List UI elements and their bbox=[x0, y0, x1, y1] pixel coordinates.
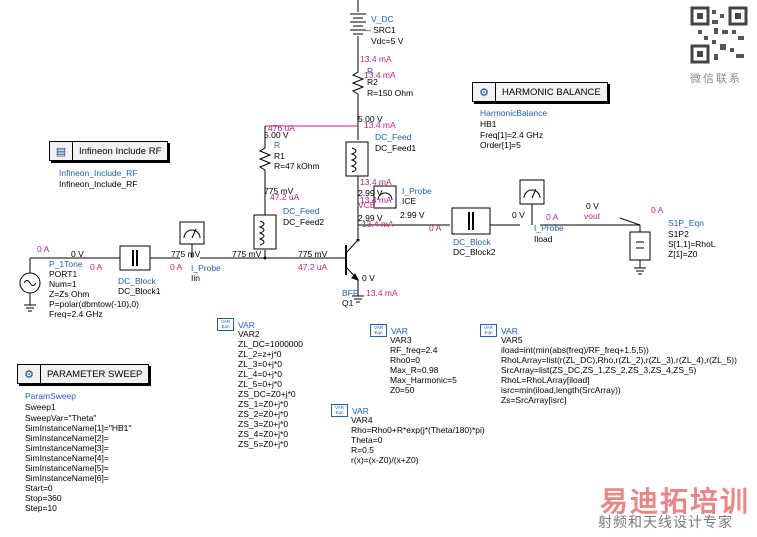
var4-lines: VAR4 Rho=Rho0+R*exp(j*(Theta/180)*pi) Th… bbox=[351, 415, 485, 465]
hb-params: Freq[1]=2.4 GHz Order[1]=5 bbox=[480, 130, 544, 150]
var5-block[interactable]: VAR Eqn VAR bbox=[480, 324, 518, 337]
annot-i-top1: 13.4 mA bbox=[360, 54, 392, 64]
var-eqn-icon: VAR Eqn bbox=[217, 318, 234, 331]
annot-vce: VCE bbox=[358, 200, 376, 210]
watermark-wechat: 微信联系 bbox=[690, 73, 742, 85]
annot-i-ice-b: 13.4 mA bbox=[360, 195, 392, 205]
iprobe-iin-name: Iin bbox=[191, 273, 200, 283]
gear-icon: ⚙ bbox=[18, 365, 41, 383]
iprobe-iload-name: Iload bbox=[534, 234, 553, 244]
port-params: PORT1 Num=1 Z=Zs Ohm P=polar(dbmtow(-10)… bbox=[49, 269, 139, 319]
annot-i-dcb2: 0 A bbox=[429, 223, 442, 233]
annot-v-base: 775 mV bbox=[298, 249, 328, 259]
vdc-name: – SRC1 bbox=[366, 25, 396, 35]
annot-i-r1-bot: 47.2 uA bbox=[270, 192, 300, 202]
gear-icon: ⚙ bbox=[473, 83, 496, 101]
s1p-params: S1P2 S[1,1]=RhoL Z[1]=Z0 bbox=[668, 229, 716, 259]
sweep-inst: Sweep1 bbox=[25, 402, 56, 412]
var2-lines: VAR2 ZL_DC=1000000 ZL_2=z+j*0 ZL_3=0+j*0… bbox=[238, 329, 303, 449]
annot-i-iload: 0 A bbox=[546, 212, 559, 222]
iprobe-iin-type: I_Probe bbox=[191, 263, 221, 273]
hb-name: HarmonicBalance bbox=[480, 108, 548, 118]
qr-code-icon bbox=[690, 6, 748, 64]
annot-v-iload-l: 0 V bbox=[512, 210, 525, 220]
annot-i-base: 47.2 uA bbox=[298, 262, 328, 272]
var3-lines: VAR3 RF_freq=2.4 Rho0=0 Max_R=0.98 Max_H… bbox=[390, 335, 457, 395]
dcfeed1-name: DC_Feed1 bbox=[375, 143, 417, 153]
annot-i-s1p: 0 A bbox=[651, 205, 664, 215]
dcblock1-type: DC_Block bbox=[118, 276, 156, 286]
watermark-brand: 易迪拓培训 bbox=[600, 486, 751, 517]
dcfeed1-type: DC_Feed bbox=[375, 132, 412, 142]
dcblock2-type: DC_Block bbox=[453, 237, 491, 247]
var-eqn-icon: VAR Eqn bbox=[331, 404, 348, 417]
s1p-type: S1P_Eqn bbox=[668, 218, 704, 228]
port-type: P_1Tone bbox=[49, 259, 83, 269]
annot-v-ice: 2.99 V bbox=[358, 188, 383, 198]
annot-v-in2: 775 mV bbox=[232, 249, 262, 259]
net-label-vout: vout bbox=[584, 211, 601, 221]
annot-v-port: 0 V bbox=[71, 249, 84, 259]
annot-v-r1-top: 5.00 V bbox=[264, 130, 289, 140]
var-eqn-icon: VAR Eqn bbox=[480, 324, 497, 337]
q1-name: Q1 bbox=[342, 298, 354, 308]
annot-i-ice-a: 13.4 mA bbox=[360, 177, 392, 187]
annot-v-vout: 0 V bbox=[586, 201, 599, 211]
watermark-tagline: 射频和天线设计专家 bbox=[598, 514, 733, 530]
annot-i-top2: 13.4 mA bbox=[364, 70, 396, 80]
annot-v-col: 2.99 V bbox=[358, 213, 383, 223]
r2-param: R=150 Ohm bbox=[367, 88, 414, 98]
include-name: Infineon_Include_RF bbox=[59, 168, 138, 178]
sweep-name: ParamSweep bbox=[25, 391, 77, 401]
annot-v-out-node: 2.99 V bbox=[400, 210, 425, 220]
r1-name: R1 bbox=[274, 151, 285, 161]
annot-i-col: 13.4 mA bbox=[362, 219, 394, 229]
dcfeed2-type: DC_Feed bbox=[283, 206, 320, 216]
hb-inst: HB1 bbox=[480, 119, 497, 129]
annot-i-feed-top: 13.4 mA bbox=[364, 120, 396, 130]
parameter-sweep-block[interactable]: ⚙ PARAMETER SWEEP bbox=[17, 364, 150, 384]
annot-v-r1-bot: 775 mV bbox=[264, 186, 294, 196]
annot-v-in1: 775 mV bbox=[171, 249, 201, 259]
include-icon: ▤ bbox=[50, 142, 73, 160]
var5-lines: VAR5 iload=int(min(abs(freq)/RF_freq+1.5… bbox=[501, 335, 737, 405]
var2-block[interactable]: VAR Eqn VAR bbox=[217, 318, 255, 331]
dcblock1-name: DC_Block1 bbox=[118, 286, 161, 296]
infineon-include-block[interactable]: ▤ Infineon Include RF bbox=[49, 141, 169, 161]
annot-i-emit: 13.4 mA bbox=[366, 288, 398, 298]
annot-i-r1-top: 476 uA bbox=[268, 123, 295, 133]
var-eqn-icon: VAR Eqn bbox=[370, 324, 387, 337]
iprobe-iload-type: I_Probe bbox=[534, 223, 564, 233]
r2-name: R2 bbox=[367, 77, 378, 87]
include-inst: Infineon_Include_RF bbox=[59, 179, 138, 189]
harmonic-balance-block[interactable]: ⚙ HARMONIC BALANCE bbox=[472, 82, 608, 102]
iprobe-ice-type: I_Probe bbox=[402, 186, 432, 196]
annot-i-port: 0 A bbox=[37, 244, 50, 254]
dcblock2-name: DC_Block2 bbox=[453, 247, 496, 257]
vdc-param: Vdc=5 V bbox=[371, 36, 404, 46]
sweep-params: SweepVar="Theta" SimInstanceName[1]="HB1… bbox=[25, 413, 132, 513]
dcfeed2-name: DC_Feed2 bbox=[283, 217, 325, 227]
var4-block[interactable]: VAR Eqn VAR bbox=[331, 404, 369, 417]
r1-marker: R bbox=[274, 140, 281, 150]
var3-block[interactable]: VAR Eqn VAR bbox=[370, 324, 408, 337]
q1-type: BFP bbox=[342, 288, 359, 298]
r2-marker: R bbox=[367, 66, 374, 76]
annot-v-feed-top: 5.00 V bbox=[358, 114, 383, 124]
annot-i-dcb1-l: 0 A bbox=[90, 262, 103, 272]
annot-v-emit: 0 V bbox=[362, 273, 375, 283]
r1-param: R=47 kOhm bbox=[274, 161, 320, 171]
iprobe-ice-name: ICE bbox=[402, 196, 417, 206]
vdc-type: V_DC bbox=[371, 14, 394, 24]
annot-i-dcb1-r: 0 A bbox=[170, 262, 183, 272]
